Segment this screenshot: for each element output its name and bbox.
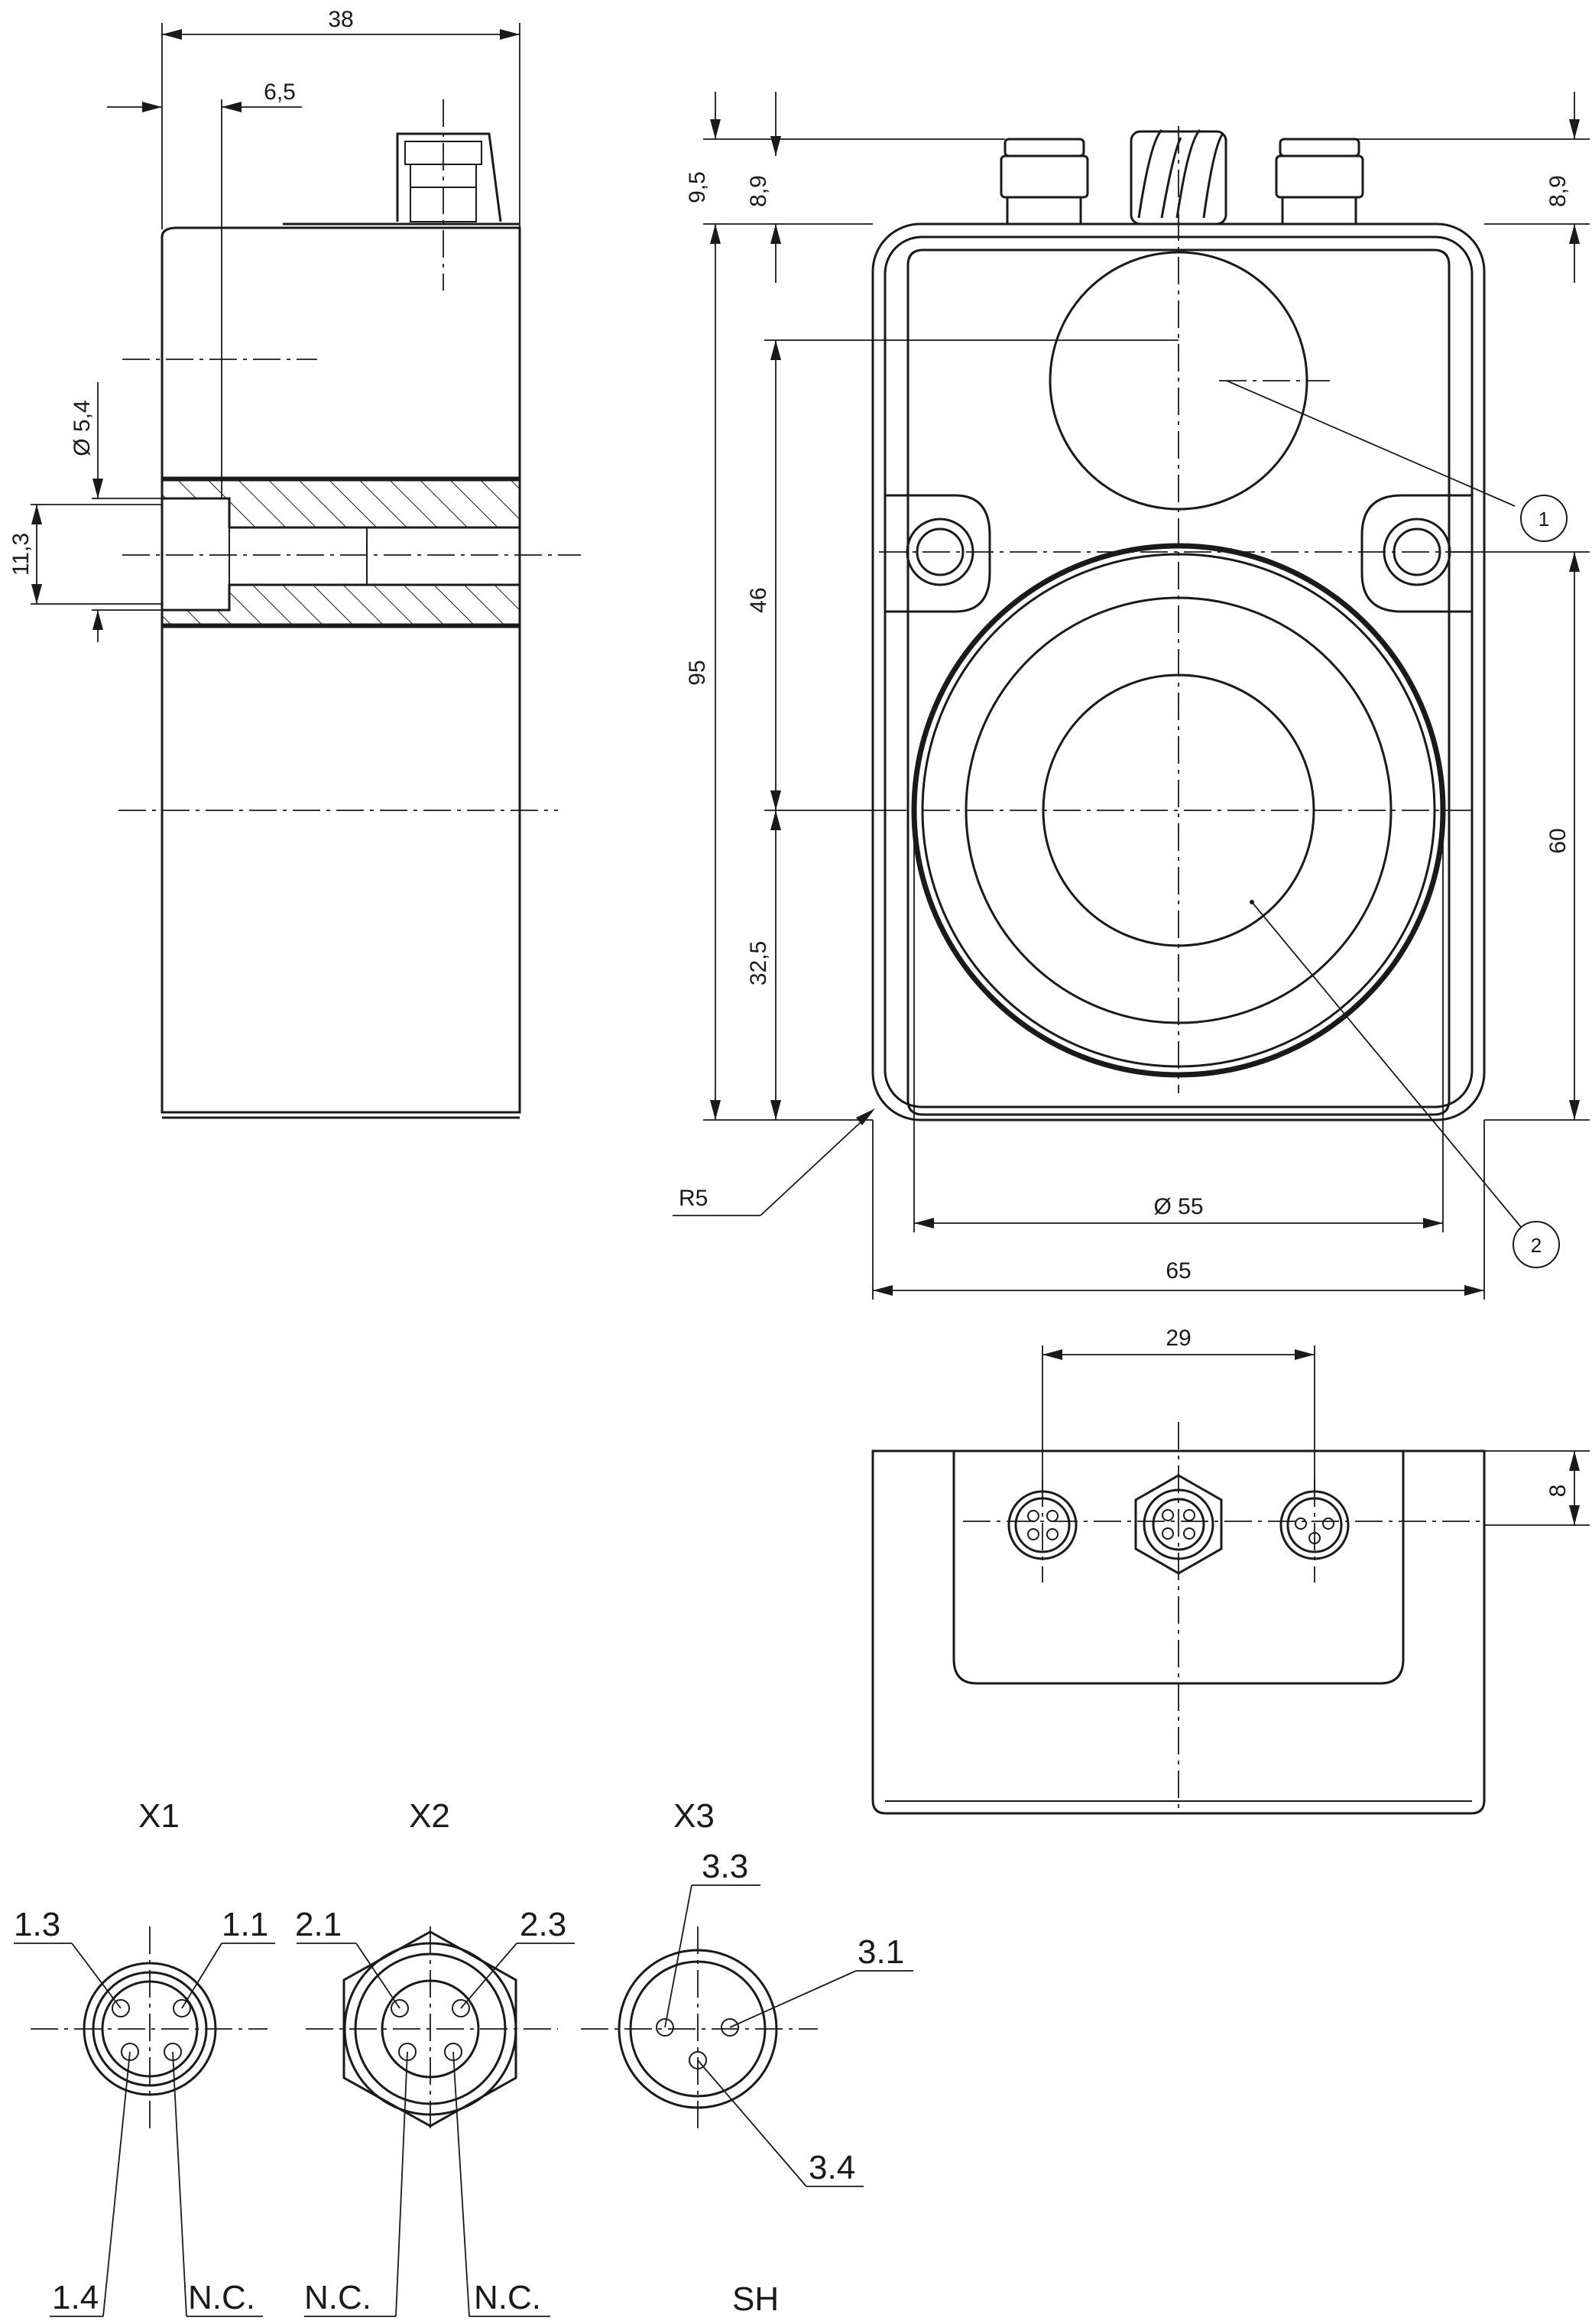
dim-6-5-label: 6,5 [264,80,296,105]
pin-label-sh: SH [732,2280,779,2318]
callout-2-label: 2 [1531,1234,1542,1257]
pinout-x2-title: X2 [409,1797,450,1835]
pin-label-nc-x2-a: N.C. [304,2279,371,2316]
pin-label-1-1: 1.1 [222,1906,268,1943]
pin-1-4 [121,2043,139,2061]
pin-3-4 [689,2051,707,2069]
pin-label-1-4: 1.4 [52,2279,99,2316]
mounting-tab-left [885,494,991,613]
side-body-outline [160,226,521,1114]
pin-1-1 [173,1999,191,2017]
pin-2-1 [391,1999,409,2017]
callout-1-circle [1520,495,1568,542]
pin-3-1 [721,2018,739,2037]
dim-65-label: 65 [1166,1258,1191,1284]
pin-label-2-1: 2.1 [295,1906,342,1943]
dim-bore-diameter-label: Ø 5,4 [70,400,95,456]
callout-1-label: 1 [1539,508,1549,531]
pin-label-2-3: 2.3 [520,1906,566,1943]
pinout-x1: X1 1.3 1.1 1.4 N.C. [14,1797,275,2317]
section-hatch-lower [160,583,521,626]
dim-bore-height-label: 11,3 [8,533,34,576]
dim-46-label: 46 [746,587,771,612]
pinout-x2: X2 2.1 2.3 N.C. N.C. [295,1797,575,2317]
front-connector-left [1000,138,1089,226]
pin-label-3-4: 3.4 [809,2149,855,2186]
front-face-inner [906,248,1451,1116]
mounting-tab-right [1360,494,1472,613]
dim-8-label: 8 [1545,1485,1571,1498]
pin-label-3-1: 3.1 [858,1933,904,1971]
side-view: 38 6,5 Ø 5,4 11,3 [8,7,581,1119]
pinout-x3-title: X3 [673,1797,715,1835]
callout-2-circle [1513,1221,1560,1268]
dim-32-5-label: 32,5 [746,941,771,985]
dim-r5-label: R5 [679,1186,708,1211]
side-connector [396,132,502,222]
pin-label-nc-x1: N.C. [188,2279,255,2316]
pin-1-3 [112,1999,130,2017]
bottom-view: 29 8 [871,1326,1590,1815]
pinout-x3: X3 3.3 3.1 3.4 SH [581,1797,913,2318]
section-hatch-upper [160,479,521,529]
dim-60-label: 60 [1545,828,1571,853]
bore [161,498,230,611]
pin-label-3-3: 3.3 [702,1848,748,1885]
pinout-x1-title: X1 [138,1797,180,1835]
front-connector-right [1275,138,1364,226]
dim-38-label: 38 [328,7,353,32]
pin-3-3 [656,2018,674,2037]
dim-diameter-55-label: Ø 55 [1153,1194,1203,1219]
dim-8-9-left-label: 8,9 [746,175,771,207]
front-view: 9,5 8,9 95 46 32,5 8,9 60 [673,92,1590,1300]
bottom-housing [871,1449,1486,1815]
dim-9-5-label: 9,5 [685,171,710,203]
dim-29-label: 29 [1166,1326,1191,1351]
pin-label-nc-x2-b: N.C. [474,2279,541,2316]
pin-2-3 [452,1999,470,2017]
dim-95-label: 95 [685,660,710,685]
bottom-connector-x2 [1134,1474,1223,1575]
pin-label-1-3: 1.3 [14,1906,60,1943]
dim-8-9-right-label: 8,9 [1545,175,1571,207]
